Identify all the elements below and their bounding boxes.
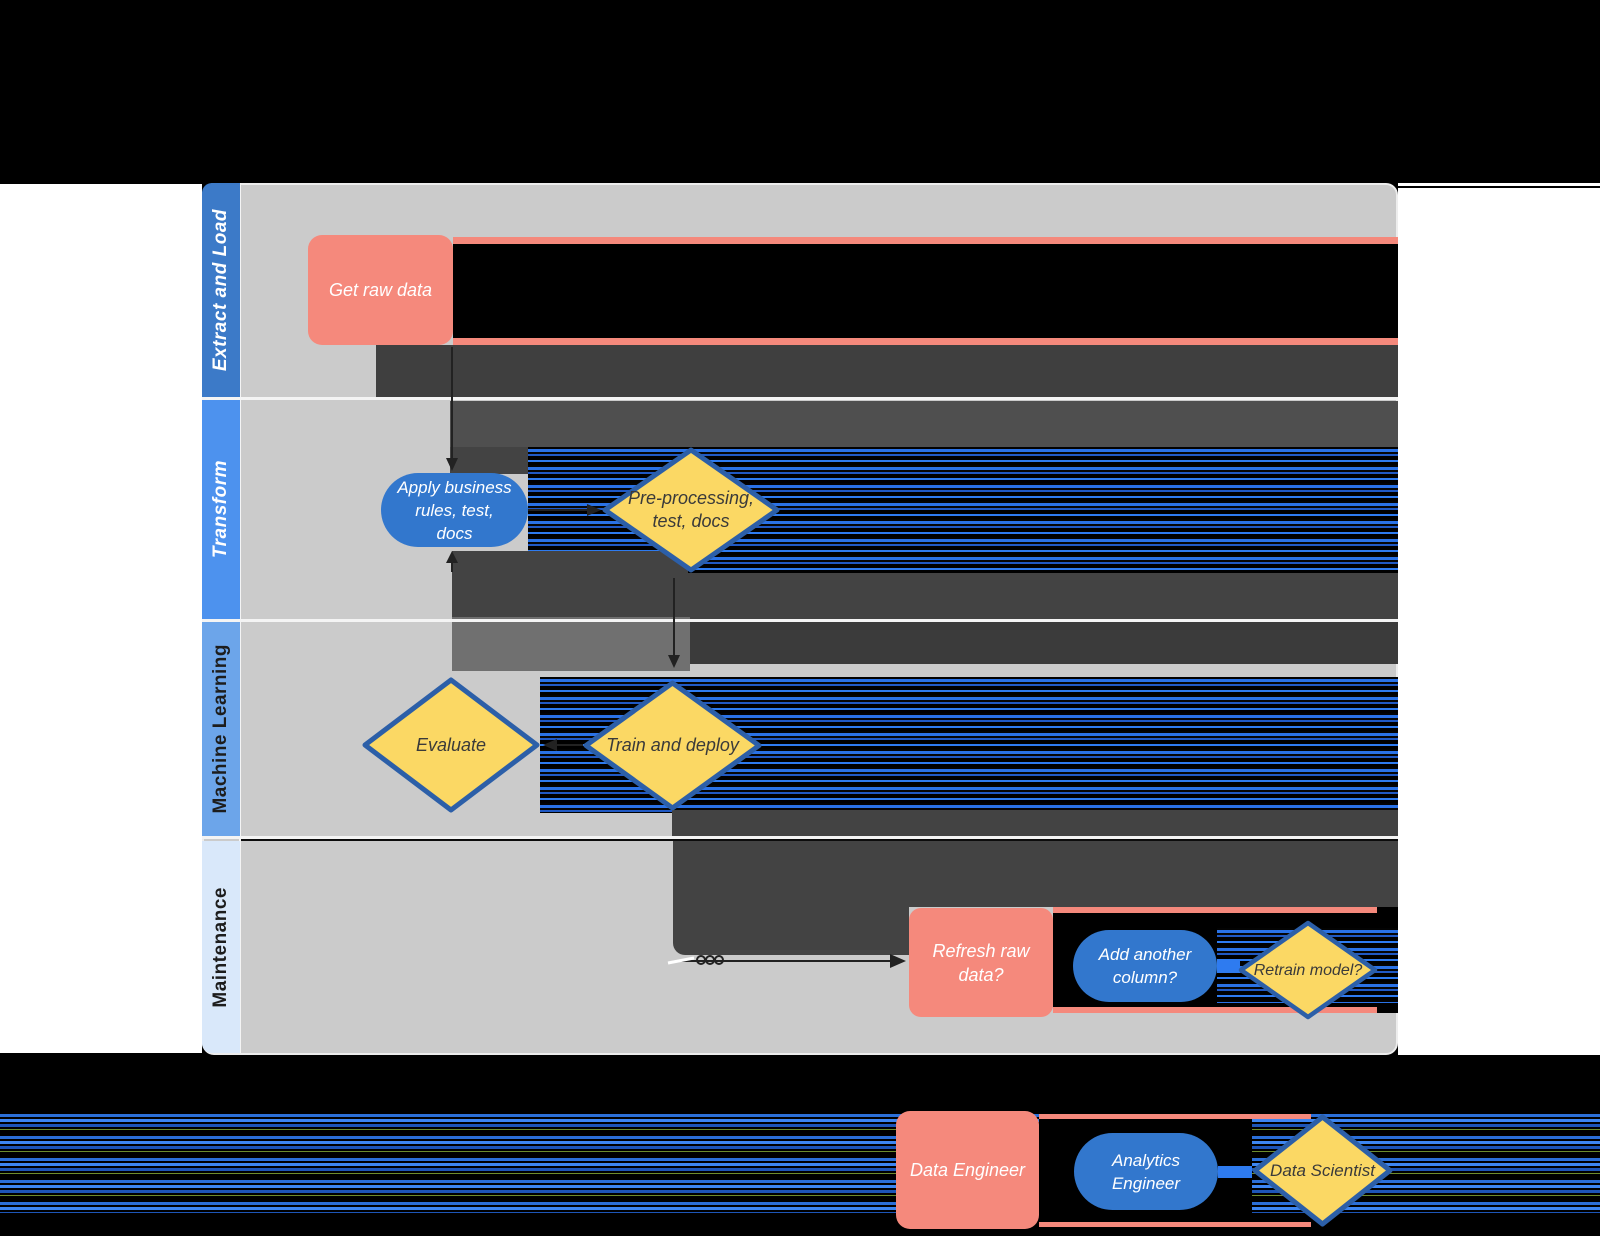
lane-header-extract-and-load: Extract and Load (202, 183, 240, 397)
legend-item-data-engineer: Data Engineer (896, 1111, 1039, 1229)
legend-blue-connector-smear (1218, 1166, 1252, 1178)
node-train-and-deploy: Train and deploy (583, 680, 762, 811)
lane-header-divider (239, 183, 241, 1053)
lane-label: Transform (210, 460, 231, 559)
node-label: Train and deploy (606, 735, 739, 755)
node-retrain-model: Retrain model? (1238, 920, 1378, 1020)
lane-separator-line (240, 839, 1398, 841)
node-label: Get raw data (328, 280, 433, 300)
node-label: Refresh raw data? (932, 940, 1030, 985)
page-margin-right (1398, 183, 1600, 1055)
legend-item-data-scientist: Data Scientist (1252, 1114, 1393, 1227)
lane-label: Machine Learning (210, 644, 231, 814)
node-label: Pre-processing, test, docs (627, 488, 755, 531)
legend-item-analytics-engineer: Analytics Engineer (1074, 1133, 1218, 1210)
node-label: Apply business rules, test, docs (397, 477, 512, 543)
legend-label: Analytics Engineer (1111, 1150, 1181, 1193)
lane-label: Maintenance (210, 886, 231, 1008)
legend-label: Data Scientist (1270, 1161, 1375, 1180)
lane-separator (202, 836, 1398, 839)
node-evaluate: Evaluate (362, 677, 540, 813)
lane-header-transform: Transform (202, 400, 240, 619)
node-label: Add another column? (1098, 945, 1192, 987)
node-refresh-raw-data: Refresh raw data? (909, 908, 1053, 1017)
page-margin-left (0, 184, 202, 1053)
legend-label: Data Engineer (909, 1160, 1026, 1180)
node-get-raw-data: Get raw data (308, 235, 453, 345)
node-pre-processing: Pre-processing, test, docs (602, 447, 780, 573)
node-label: Evaluate (415, 734, 487, 755)
lane-header-maintenance: Maintenance (202, 841, 240, 1053)
node-label: Retrain model? (1253, 961, 1363, 979)
margin-artifact-line (1398, 186, 1600, 188)
lane-label: Extract and Load (210, 208, 231, 372)
node-apply-business-rules: Apply business rules, test, docs (381, 473, 528, 547)
lane-separator (202, 619, 1398, 622)
lane-header-machine-learning: Machine Learning (202, 622, 240, 836)
lane-separator (202, 397, 1398, 400)
diamond-shape-icon (362, 677, 540, 813)
node-add-another-column: Add another column? (1073, 930, 1217, 1002)
